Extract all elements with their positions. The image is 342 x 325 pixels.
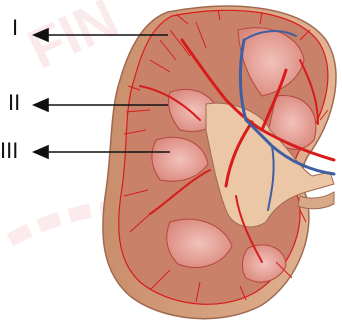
label-ii: II [8, 92, 20, 114]
arrowhead-ii [34, 99, 48, 111]
label-iii: III [0, 140, 18, 162]
label-i: I [12, 17, 18, 39]
arrowhead-iii [34, 146, 48, 158]
svg-text:FIN: FIN [18, 0, 126, 81]
